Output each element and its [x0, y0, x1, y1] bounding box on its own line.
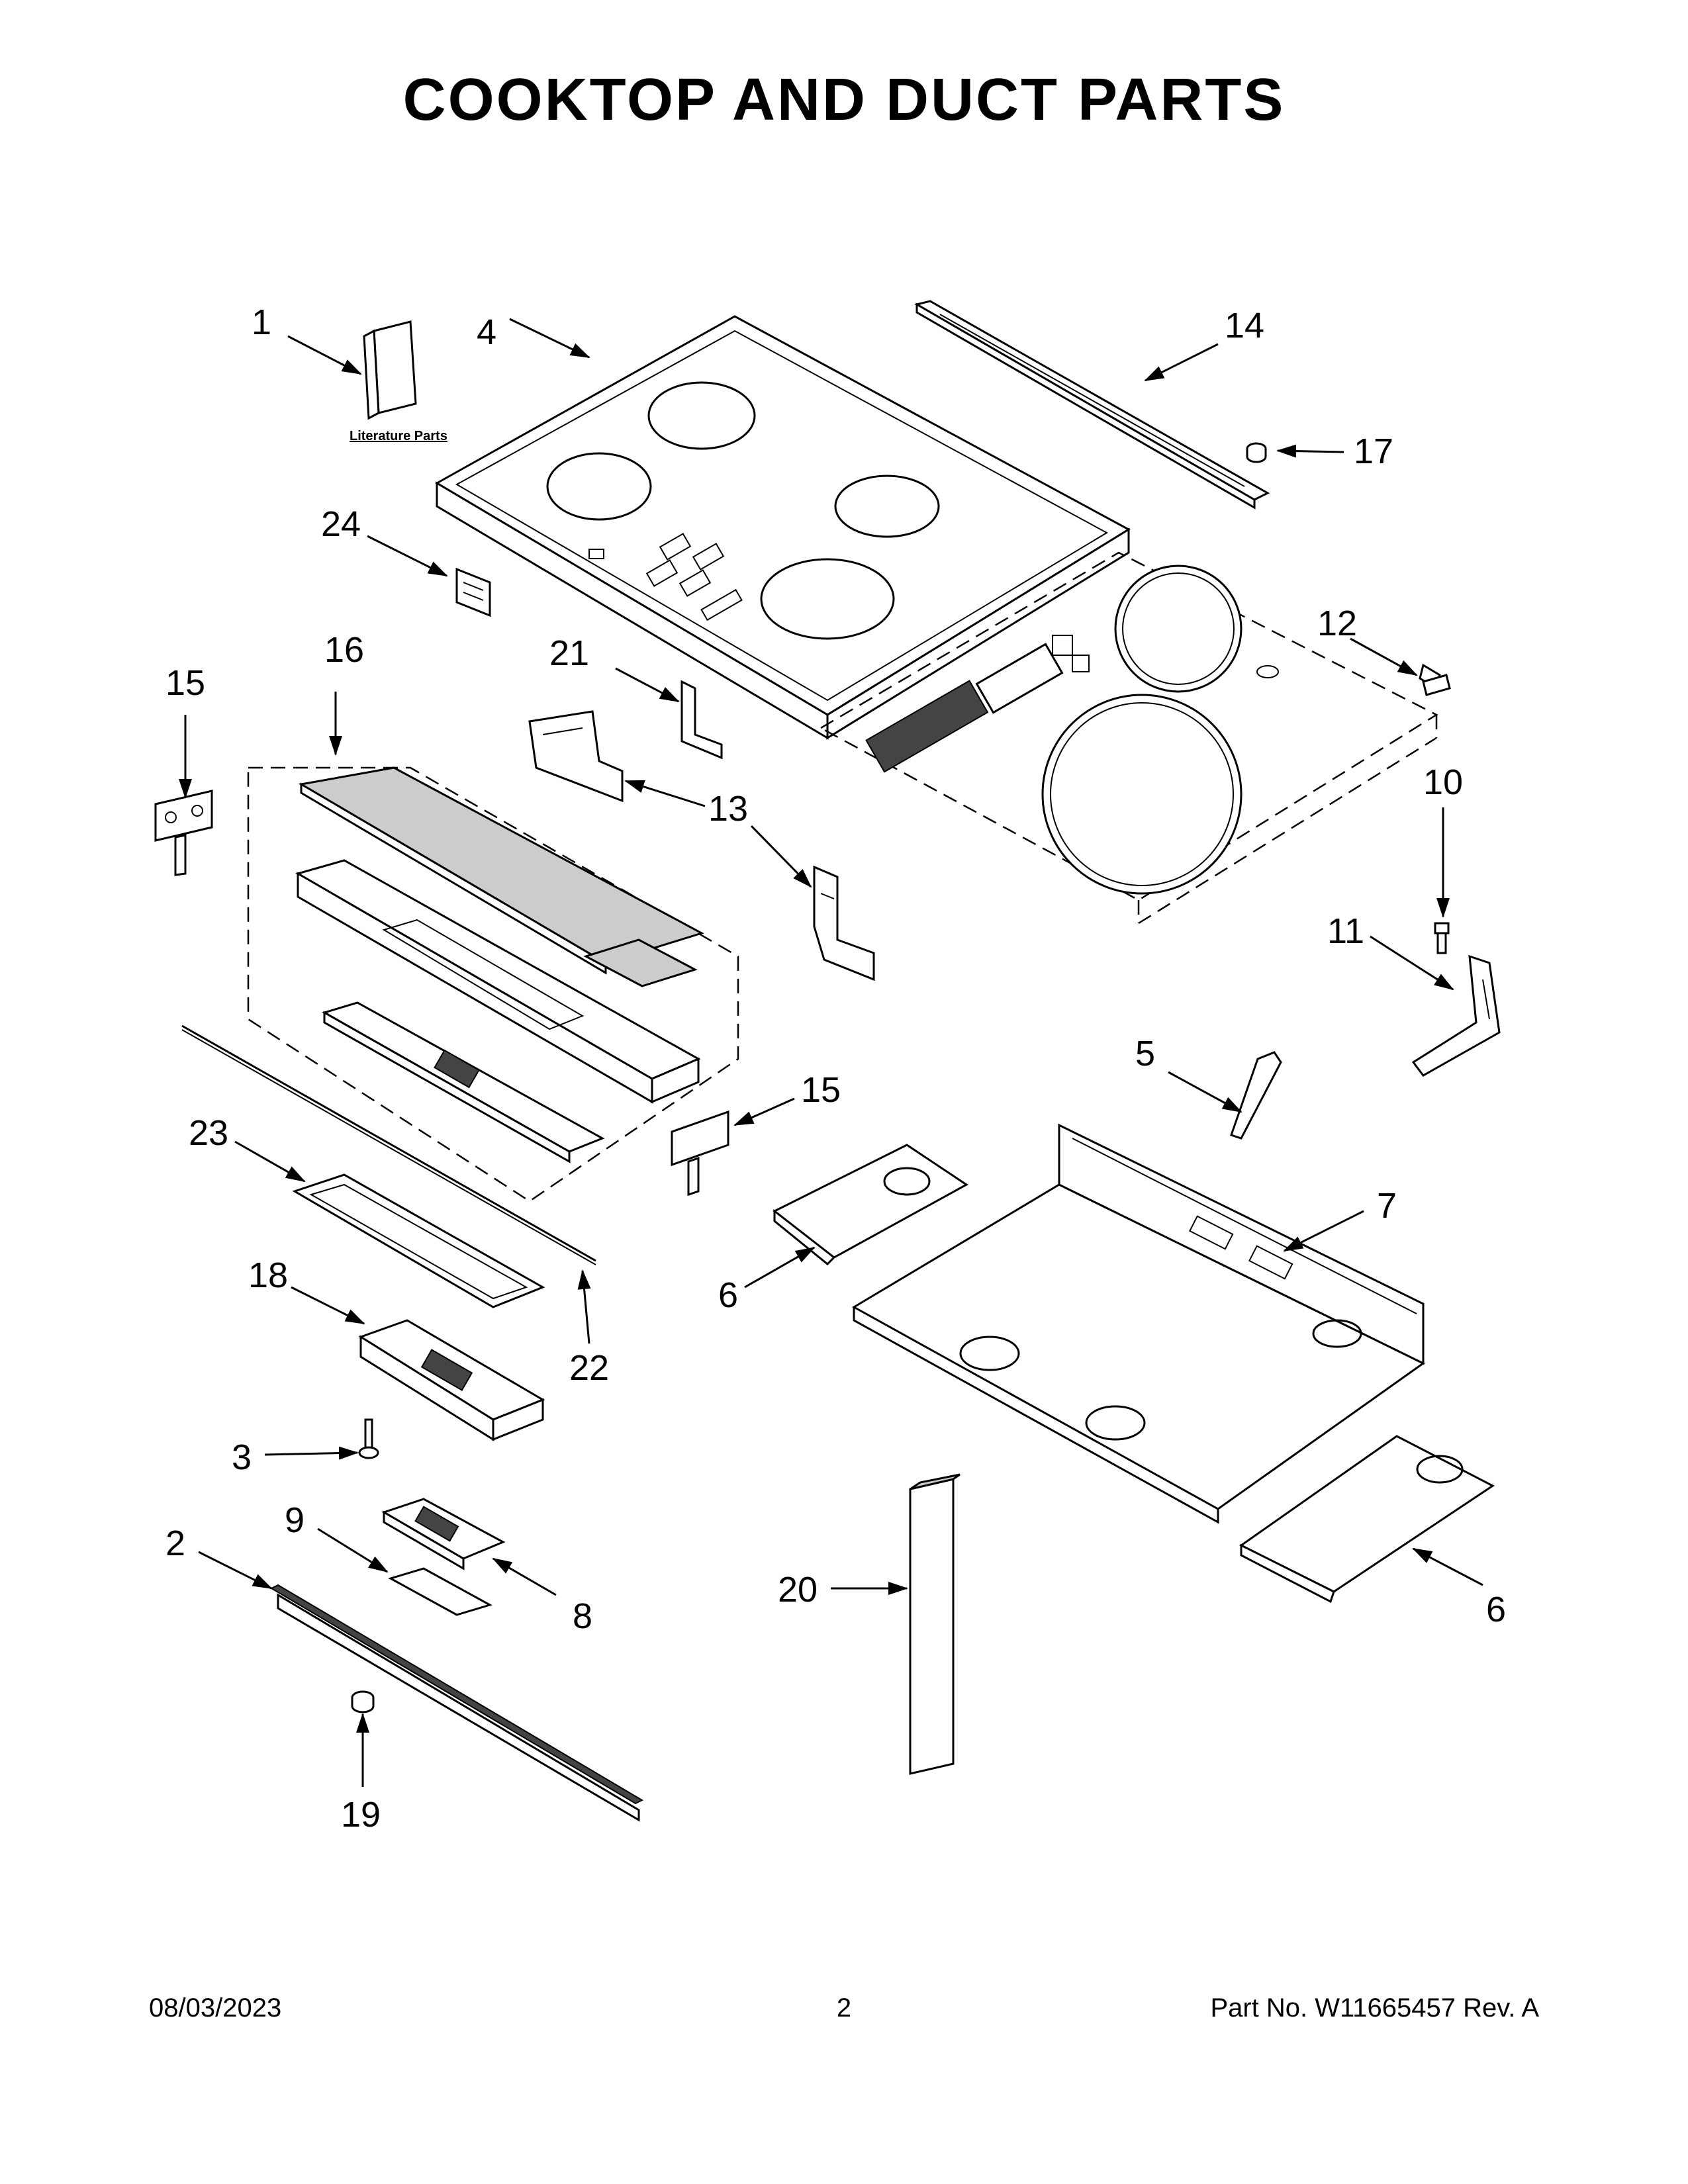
callout-10: 10: [1423, 762, 1463, 802]
callout-24: 24: [321, 504, 361, 544]
bracket-24: [455, 567, 491, 617]
clip-12: [1422, 674, 1451, 696]
callout-3: 3: [232, 1437, 252, 1477]
callout-20: 20: [778, 1570, 818, 1610]
callout-22: 22: [569, 1348, 609, 1388]
end-bracket-15-left: [154, 790, 213, 876]
bracket-13-lower: [813, 865, 875, 981]
duct-tray-7: [851, 1123, 1425, 1524]
callout-8: 8: [573, 1596, 592, 1636]
control-panel-assembly: [247, 766, 739, 1203]
bracket-11: [1411, 954, 1501, 1077]
footer-part-number: Part No. W11665457 Rev. A: [1210, 1993, 1539, 2023]
callout-13: 13: [708, 789, 748, 829]
callout-6-upper: 6: [718, 1275, 738, 1315]
ui-board-18: [358, 1319, 545, 1441]
literature-label: Literature Parts: [350, 429, 447, 443]
footer-date: 08/03/2023: [149, 1993, 282, 2023]
callout-6-lower: 6: [1486, 1590, 1506, 1629]
clip-5: [1230, 1051, 1282, 1140]
callout-17: 17: [1354, 432, 1393, 471]
frame-23: [292, 1173, 545, 1308]
page-title: COOKTOP AND DUCT PARTS: [402, 67, 1286, 133]
callout-15-left: 15: [165, 663, 205, 703]
bracket-13-upper: [528, 710, 624, 803]
board-8: [381, 1498, 506, 1570]
callout-15-right: 15: [801, 1070, 841, 1110]
rear-panel-20: [909, 1473, 961, 1775]
callout-23: 23: [189, 1113, 228, 1153]
callout-21: 21: [549, 633, 589, 673]
cooktop-glass: [434, 315, 1131, 740]
bracket-21: [680, 680, 723, 760]
grommet-17: [1246, 442, 1267, 463]
induction-element-tray: [819, 551, 1441, 925]
callout-14: 14: [1225, 306, 1264, 345]
callout-9: 9: [285, 1500, 305, 1540]
callout-labels: 1 4 14 17 24 12 21 16 15 13 10 11 5 15 2…: [165, 302, 1506, 1835]
callout-12: 12: [1317, 604, 1357, 643]
shield-9: [388, 1567, 492, 1616]
rear-trim-strip: [914, 300, 1270, 510]
foot-19: [351, 1690, 375, 1713]
rod-22: [181, 1024, 596, 1265]
literature-parts: Literature Parts: [350, 320, 447, 443]
callout-19: 19: [341, 1795, 381, 1835]
duct-6-lower: [1239, 1435, 1495, 1604]
duct-6-upper: [773, 1144, 968, 1266]
callout-7: 7: [1377, 1186, 1397, 1226]
leader-lines: [179, 318, 1483, 1787]
screw-3: [358, 1418, 379, 1459]
callout-18: 18: [248, 1255, 288, 1295]
callout-11: 11: [1327, 911, 1364, 951]
screw-10: [1434, 922, 1450, 954]
footer-page-number: 2: [836, 1993, 852, 2023]
callout-2: 2: [165, 1524, 185, 1563]
lower-trim-2: [269, 1584, 644, 1822]
callout-1: 1: [252, 302, 271, 342]
end-bracket-15-right: [671, 1110, 729, 1197]
callout-5: 5: [1135, 1034, 1155, 1073]
callout-16: 16: [324, 630, 364, 670]
callout-4: 4: [477, 312, 496, 352]
